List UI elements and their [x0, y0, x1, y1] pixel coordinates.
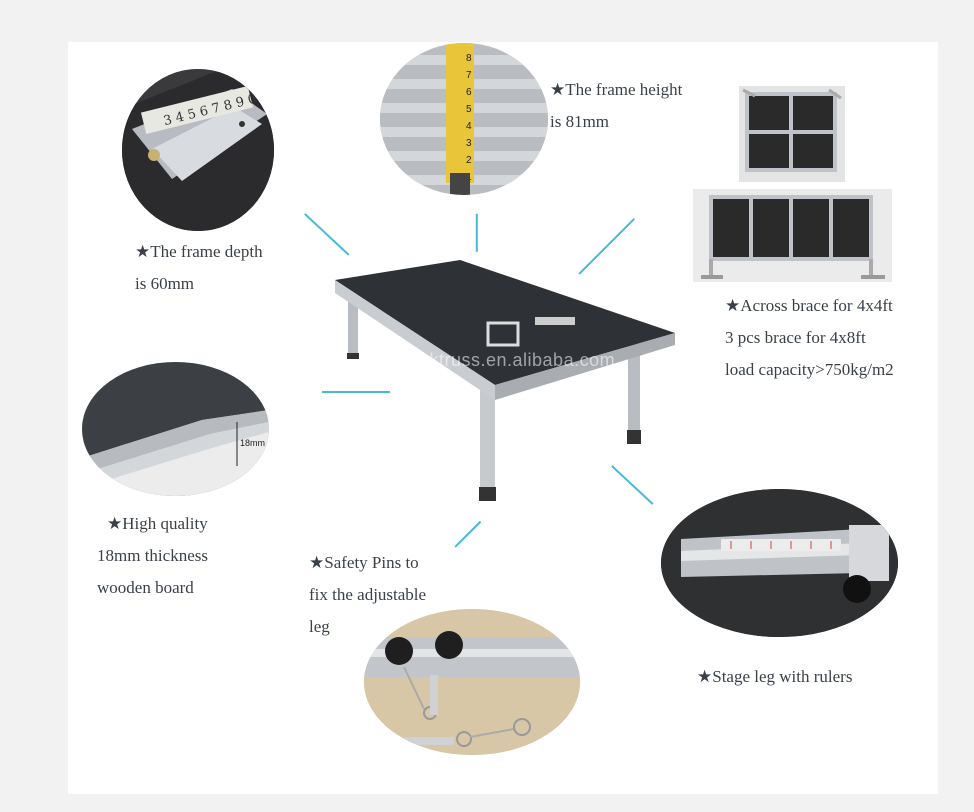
svg-text:6: 6: [466, 87, 472, 98]
safety-pins-photo: [364, 609, 580, 755]
svg-text:7: 7: [466, 70, 472, 81]
connector-board: [322, 391, 390, 393]
caption-line: fix the adjustable: [309, 585, 427, 604]
caption-line: ★The frame height: [550, 80, 683, 99]
caption-line: load capacity>750kg/m2: [725, 360, 894, 379]
brace-side-illustration: [693, 189, 892, 282]
brace-side-photo: [693, 189, 892, 282]
brace-caption: ★Across brace for 4x4ft 3 pcs brace for …: [725, 290, 894, 386]
watermark: sktruss.en.alibaba.com: [420, 350, 616, 370]
svg-text:4: 4: [466, 121, 472, 132]
caption-line: ★Stage leg with rulers: [697, 667, 853, 686]
board-caption: ★High quality 18mm thickness wooden boar…: [97, 508, 208, 604]
svg-text:2: 2: [466, 155, 472, 166]
caption-line: wooden board: [97, 578, 194, 597]
connector-height: [476, 213, 478, 252]
board-illustration: 18mm: [82, 362, 269, 496]
brace-top-illustration: [739, 86, 845, 182]
caption-line: ★High quality: [107, 514, 208, 533]
svg-text:3: 3: [466, 138, 472, 149]
stage-leg-caption: ★Stage leg with rulers: [697, 661, 852, 693]
stage-platform-illustration: [335, 260, 675, 501]
frame-depth-photo: 3 4 5 6 7 8 9 0: [122, 69, 274, 231]
caption-line: ★Safety Pins to: [309, 553, 419, 572]
caption-line: 18mm thickness: [97, 546, 208, 565]
brace-top-photo: [739, 86, 845, 182]
svg-text:8: 8: [466, 53, 472, 64]
caption-line: ★Across brace for 4x4ft: [725, 296, 893, 315]
caption-line: 3 pcs brace for 4x8ft: [725, 328, 866, 347]
frame-depth-caption: ★The frame depth is 60mm: [135, 236, 263, 300]
safety-pins-illustration: [364, 609, 580, 755]
board-thickness-photo: 18mm: [82, 362, 269, 496]
caption-line: is 81mm: [550, 112, 610, 131]
caption-line: ★The frame depth: [135, 242, 263, 261]
thickness-label: 18mm: [240, 438, 265, 448]
caption-line: is 60mm: [135, 274, 195, 293]
stage-leg-photo: [661, 489, 898, 637]
frame-height-caption: ★The frame height is 81mm: [550, 74, 682, 138]
safety-pins-caption: ★Safety Pins to fix the adjustable leg: [309, 547, 426, 643]
frame-depth-illustration: 3 4 5 6 7 8 9 0: [122, 69, 274, 231]
stage-leg-illustration: [661, 489, 898, 637]
caption-line: leg: [309, 617, 330, 636]
svg-text:5: 5: [466, 104, 472, 115]
